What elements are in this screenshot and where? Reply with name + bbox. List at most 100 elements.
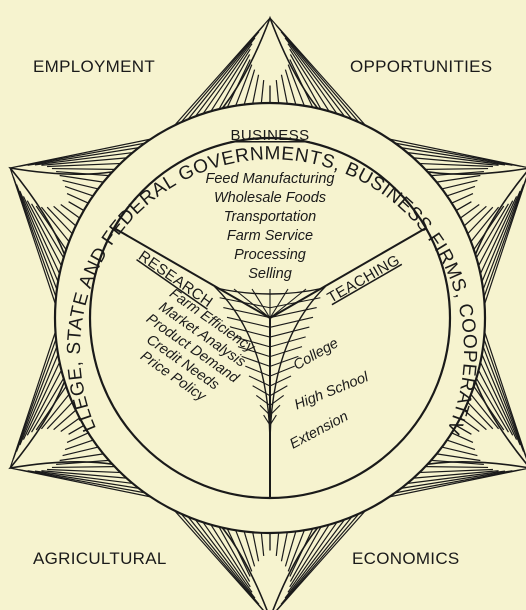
hatch-line [474,200,514,273]
hatch-line [26,200,66,273]
center-hatch-line [248,375,271,387]
center-outline [213,286,327,441]
center-hatch-line [269,326,310,338]
hatch-line [382,140,521,167]
center-hatch-line [226,316,271,328]
center-hatch-line [263,414,271,426]
hatch-line [215,54,251,116]
hatch-line [34,470,143,486]
business-heading: BUSINESS [230,127,309,144]
corner-employment: EMPLOYMENT [33,57,155,76]
hatch-line [15,336,62,452]
hatch-line [232,64,253,112]
hatch-line [51,465,122,469]
center-hatch-line [269,365,295,377]
hatch-line [19,190,63,291]
hatch-line [287,524,308,572]
hatch-line [390,145,513,166]
business-item: Feed Manufacturing [206,171,335,187]
hatch-line [27,145,150,166]
hatch-line [287,43,343,122]
center-hatch-line [234,336,271,348]
hatch-line [47,468,129,474]
hatch-line [206,517,251,588]
hatch-line [41,156,136,166]
hatch-line [280,507,360,605]
hatch-line [276,503,368,610]
hatch-line [284,511,351,599]
hatch-line [287,64,308,112]
hatch-line [477,190,521,291]
hatch-line [62,445,104,457]
corner-opportunities: OPPORTUNITIES [350,57,492,76]
hatch-line [430,452,481,462]
center-hatch-line [269,316,314,328]
hatch-line [472,372,509,433]
center-hatch-line [269,355,299,367]
hatch-line [12,326,61,460]
hatch-line [31,203,68,264]
hatch-line [19,469,158,496]
hatch-line [404,156,499,166]
hatch-line [40,389,74,430]
hatch-line [232,524,253,572]
hatch-line [289,520,325,582]
hatch-line [280,31,360,129]
hatch-line [390,470,513,491]
center-hatch-line [269,414,277,426]
corner-agricultural: AGRICULTURAL [33,549,167,568]
hatch-line [46,206,77,239]
hatch-line [430,174,481,184]
center-hatch-line [269,346,303,358]
hatch-line [478,336,525,452]
hatch-line [180,31,260,129]
hatch-line [474,363,514,436]
center-hatch-line [269,288,289,319]
hatch-line [51,167,122,171]
business-item: Wholesale Foods [214,190,326,206]
divider-right [269,227,427,319]
hatch-line [284,526,298,567]
hatch-line [15,184,62,300]
center-hatch-line [245,365,271,377]
hatch-line [19,345,63,446]
center-hatch-line [269,307,317,319]
hatch-line [436,445,478,457]
hatch-line [289,48,334,119]
hatch-line [197,514,253,593]
hatch-line [411,468,493,474]
hatch-line [189,37,256,125]
hatch-line [418,167,489,171]
hatch-line [436,179,478,191]
business-item: Transportation [224,209,316,225]
hatch-line [19,140,158,167]
center-hatch-line [269,385,288,397]
hatch-line [172,503,264,610]
business-item: Selling [248,266,292,282]
divider-left [113,227,271,319]
hatch-line [287,514,343,593]
center-hatch-line [252,385,271,397]
hatch-line [476,354,518,440]
hatch-line [478,184,525,300]
hatch-line [463,397,494,430]
center-hatch-line [230,326,271,338]
hatch-line [172,24,265,133]
hatch-line [397,150,506,166]
hatch-line [418,465,489,469]
center-hatch-line [237,346,271,358]
hatch-line [404,470,499,480]
hatch-line [27,470,150,491]
center-hatch-line [269,288,307,319]
hatch-line [479,326,526,460]
hatch-line [12,176,61,310]
hatch-line [242,526,256,567]
center-hatch-line [269,395,285,406]
center-hatch-line [269,375,292,387]
hatch-line [242,69,256,110]
center-hatch-line [259,404,271,416]
center-hatch-line [269,336,306,348]
hatch-line [62,179,104,191]
